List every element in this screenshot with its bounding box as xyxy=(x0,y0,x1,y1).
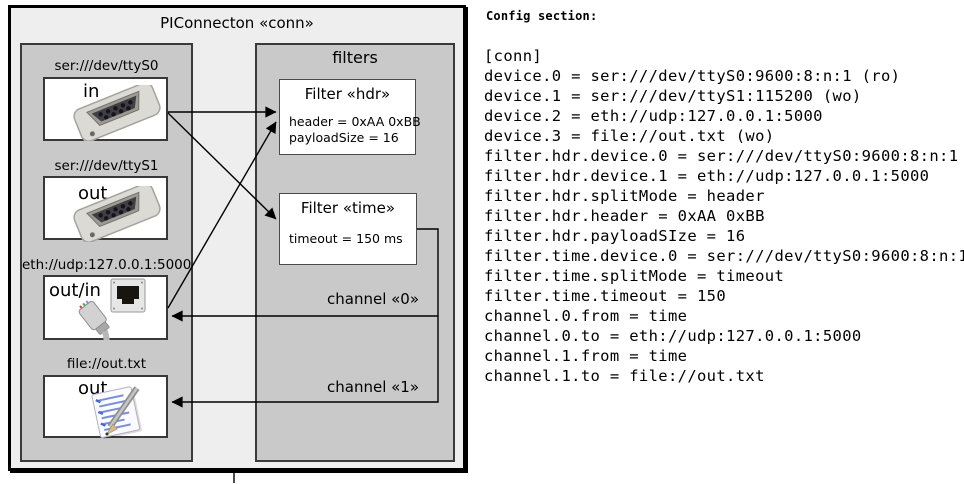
filter-box-hdr: Filter «hdr» header = 0xAA 0xBB payloadS… xyxy=(279,79,421,155)
filter-time-title: Filter «time» xyxy=(300,199,396,217)
filters-title: filters xyxy=(332,48,378,67)
config-line: [conn] xyxy=(484,47,543,65)
devices-group: ser:///dev/ttyS0 in ser:///dev/ttyS1 xyxy=(20,43,193,462)
ethernet-connector-icon xyxy=(78,278,146,340)
config-line: filter.time.splitMode = timeout xyxy=(484,267,785,285)
device-label-ttys1: ser:///dev/ttyS1 xyxy=(54,158,159,174)
channel-0-label: channel «0» xyxy=(327,290,420,308)
config-section: Config section: [conn] device.0 = ser://… xyxy=(484,8,964,386)
device-direction: out xyxy=(78,183,108,204)
device-label-eth: eth://udp:127.0.0.1:5000 xyxy=(22,257,192,273)
config-line: filter.hdr.header = 0xAA 0xBB xyxy=(484,207,765,225)
config-line: device.0 = ser:///dev/ttyS0:9600:8:n:1 (… xyxy=(484,67,901,85)
serial-connector-icon xyxy=(73,186,161,242)
device-box-eth: out/in xyxy=(43,275,168,340)
device-box-ttys0: in xyxy=(43,77,168,141)
device-label-file: file://out.txt xyxy=(66,356,147,372)
config-line: filter.time.device.0 = ser:///dev/ttyS0:… xyxy=(484,247,964,265)
notepad-icon xyxy=(91,386,142,439)
config-line: filter.hdr.device.0 = ser:///dev/ttyS0:9… xyxy=(484,147,959,165)
device-label-ttys0: ser:///dev/ttyS0 xyxy=(54,58,159,74)
config-line: filter.hdr.payloadSIze = 16 xyxy=(484,227,746,245)
config-line: channel.0.to = eth://udp:127.0.0.1:5000 xyxy=(484,327,862,345)
piconnector-box: PIConnecton «conn» ser:///dev/ttyS0 in xyxy=(8,5,466,471)
config-heading: Config section: xyxy=(486,9,598,23)
diagram-title: PIConnecton «conn» xyxy=(160,14,314,32)
config-line: channel.1.to = file://out.txt xyxy=(484,367,765,385)
filter-hdr-prop-payloadsize: payloadSize = 16 xyxy=(289,130,399,145)
device-direction: in xyxy=(83,81,100,102)
filter-box-time: Filter «time» timeout = 150 ms xyxy=(279,193,417,265)
config-line: filter.hdr.device.1 = eth://udp:127.0.0.… xyxy=(484,167,930,185)
filter-hdr-prop-header: header = 0xAA 0xBB xyxy=(289,114,421,129)
device-box-ttys1: out xyxy=(43,176,168,242)
config-line: filter.hdr.splitMode = header xyxy=(484,187,765,205)
config-line: device.2 = eth://udp:127.0.0.1:5000 xyxy=(484,107,823,125)
serial-connector-icon xyxy=(73,85,161,141)
filters-group: filters Filter «hdr» header = 0xAA 0xBB … xyxy=(255,43,455,462)
device-direction: out/in xyxy=(49,280,101,301)
config-line: device.3 = file://out.txt (wo) xyxy=(484,127,775,145)
config-line: device.1 = ser:///dev/ttyS1:115200 (wo) xyxy=(484,87,862,105)
filter-time-prop-timeout: timeout = 150 ms xyxy=(289,231,403,246)
config-line: filter.time.timeout = 150 xyxy=(484,287,727,305)
device-box-file: out xyxy=(43,375,168,439)
config-line: channel.1.from = time xyxy=(484,347,688,365)
config-line: channel.0.from = time xyxy=(484,307,688,325)
filter-hdr-title: Filter «hdr» xyxy=(304,85,391,103)
channel-1-label: channel «1» xyxy=(327,378,420,396)
